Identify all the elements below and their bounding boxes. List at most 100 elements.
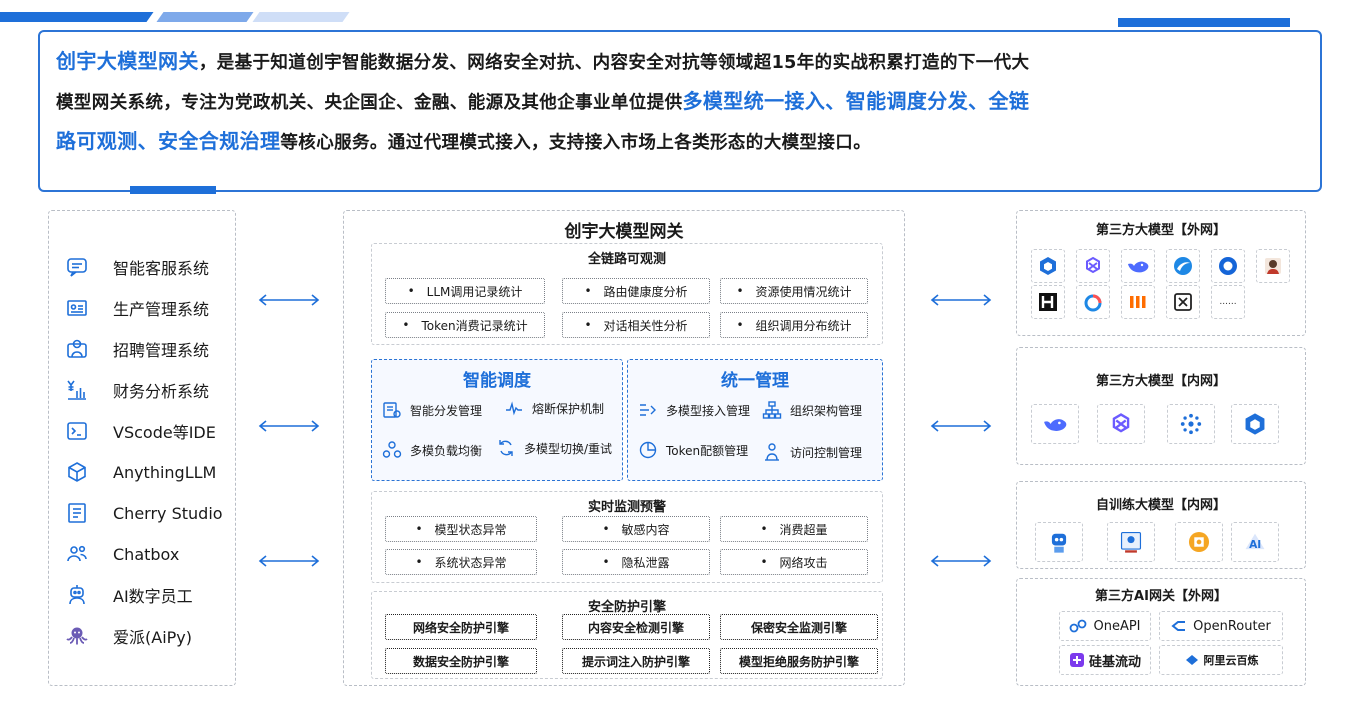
recruit-icon (63, 335, 91, 363)
header-stripe (252, 12, 350, 22)
item-label: 资源使用情况统计 (755, 284, 852, 299)
item-label: 对话相关性分析 (603, 318, 688, 333)
circuit-breaker-icon (504, 398, 524, 418)
org-structure-icon (762, 400, 782, 420)
model-logo-icon: AI (1231, 522, 1279, 562)
app-label: 财务分析系统 (113, 382, 210, 401)
gateway-label: OneAPI (1093, 618, 1141, 634)
bullet: • (760, 522, 768, 536)
app-item: Cherry Studio (63, 496, 223, 530)
model-logo-icon (1031, 285, 1065, 319)
item-label: 模型状态异常 (434, 522, 507, 537)
app-label: Chatbox (113, 544, 180, 564)
security-item: 网络安全防护引擎 (385, 614, 537, 640)
app-item: 智能客服系统 (63, 250, 209, 284)
bullet: • (402, 318, 410, 332)
manage-item: 访问控制管理 (762, 442, 862, 462)
gateway-panel: 创宇大模型网关 全链路可观测 •LLM调用记录统计 •路由健康度分析 •资源使用… (343, 210, 905, 686)
schedule-item: 智能分发管理 (382, 400, 482, 420)
bullet: • (602, 522, 610, 536)
intro-line-3: 路可观测、安全合规治理等核心服务。通过代理模式接入，支持接入市场上各类形态的大模… (56, 122, 1304, 162)
item-label: 多模型接入管理 (666, 403, 751, 418)
bailian-icon (1185, 655, 1198, 665)
panel-title: 第三方大模型【内网】 (1095, 374, 1226, 389)
section-title: 安全防护引擎 (587, 600, 666, 615)
bullet: • (760, 555, 768, 569)
gateway-title: 创宇大模型网关 (564, 222, 684, 242)
schedule-item: 多模型切换/重试 (496, 438, 612, 458)
item-label: Token配额管理 (666, 443, 749, 458)
app-item: AnythingLLM (63, 455, 216, 489)
app-item: 爱派(AiPy) (63, 619, 192, 653)
intro-highlight: 多模型统一接入、智能调度分发、全链 (682, 89, 1030, 113)
monitor-item: •系统状态异常 (385, 549, 537, 575)
robot-icon (63, 581, 91, 609)
model-logo-icon (1175, 522, 1223, 562)
gateway-label: 阿里云百炼 (1203, 654, 1259, 667)
panel-title: 第三方AI网关【外网】 (1095, 589, 1227, 604)
item-label: 消费超量 (779, 522, 828, 537)
internal-models-panel: 第三方大模型【内网】 (1016, 347, 1306, 465)
quota-pie-icon (638, 440, 658, 460)
item-label: 熔断保护机制 (532, 401, 605, 416)
model-logo-icon (1231, 404, 1279, 444)
dispatch-icon (382, 400, 402, 420)
item-label: 多模型切换/重试 (524, 441, 613, 456)
model-logo-icon (1211, 249, 1245, 283)
intro-box: 创宇大模型网关，是基于知道创宇智能数据分发、网络安全对抗、内容安全对抗等领域超1… (38, 30, 1322, 192)
app-item: 财务分析系统 (63, 373, 209, 407)
app-label: Cherry Studio (113, 503, 223, 523)
intro-accent-bar (130, 186, 216, 194)
client-apps-panel: 智能客服系统 生产管理系统 招聘管理系统 财务分析系统 VScode等IDE A… (48, 210, 236, 686)
item-label: 敏感内容 (621, 522, 670, 537)
self-trained-models-panel: 自训练大模型【内网】 AI (1016, 481, 1306, 569)
intro-line-2: 模型网关系统，专注为党政机关、央企国企、金融、能源及其他企事业单位提供多模型统一… (56, 82, 1304, 122)
load-balance-icon (382, 440, 402, 460)
observe-item: •路由健康度分析 (562, 278, 710, 304)
intro-highlight: 创宇大模型网关 (56, 49, 199, 73)
app-label: 爱派(AiPy) (113, 628, 192, 647)
finance-chart-icon (63, 376, 91, 404)
bullet: • (602, 555, 610, 569)
intro-text: ，是基于知道创宇智能数据分发、网络安全对抗、内容安全对抗等领域超15年的实战积累… (198, 53, 1030, 73)
model-logo-icon (1107, 522, 1155, 562)
panel-title: 自训练大模型【内网】 (1095, 498, 1226, 513)
app-label: 智能客服系统 (113, 259, 210, 278)
bidirectional-arrow-icon (258, 294, 320, 306)
terminal-icon (63, 417, 91, 445)
header-stripe (0, 12, 154, 22)
observe-item: • 对话相关性分析 (562, 312, 710, 338)
openrouter-logo: OpenRouter (1159, 611, 1283, 641)
manage-item: 组织架构管理 (762, 400, 862, 420)
monitor-item: • 模型状态异常 (385, 516, 537, 542)
model-logo-icon (1121, 249, 1155, 283)
model-logo-icon (1166, 285, 1200, 319)
bailian-logo: 阿里云百炼 (1159, 645, 1283, 675)
app-item: 生产管理系统 (63, 291, 209, 325)
bullet: • (415, 522, 423, 536)
section-title: 全链路可观测 (587, 252, 666, 267)
oneapi-logo: OneAPI (1059, 611, 1151, 641)
siliconflow-logo: 硅基流动 (1059, 645, 1151, 675)
monitor-item: • 隐私泄露 (562, 549, 710, 575)
bullet: • (407, 284, 415, 298)
switch-retry-icon (496, 438, 516, 458)
app-item: Chatbox (63, 537, 179, 571)
item-label: 组织架构管理 (790, 403, 863, 418)
schedule-item: 熔断保护机制 (504, 398, 604, 418)
intro-highlight: 路可观测、安全合规治理 (56, 129, 281, 153)
manage-item: Token配额管理 (638, 440, 748, 460)
item-label: 隐私泄露 (621, 555, 670, 570)
realtime-monitoring-section: 实时监测预警 • 模型状态异常 • 敏感内容 • 消费超量 •系统状态异常 • 隐私泄露… (371, 491, 883, 583)
model-access-icon (638, 400, 658, 420)
id-card-icon (63, 294, 91, 322)
bullet: • (415, 555, 423, 569)
bullet: • (736, 318, 744, 332)
item-label: 路由健康度分析 (603, 284, 688, 299)
observability-section: 全链路可观测 •LLM调用记录统计 •路由健康度分析 •资源使用情况统计 •To… (371, 243, 883, 345)
section-title: 实时监测预警 (587, 500, 666, 515)
item-label: 访问控制管理 (790, 445, 863, 460)
bullet: • (584, 318, 592, 332)
model-logo-icon (1076, 249, 1110, 283)
